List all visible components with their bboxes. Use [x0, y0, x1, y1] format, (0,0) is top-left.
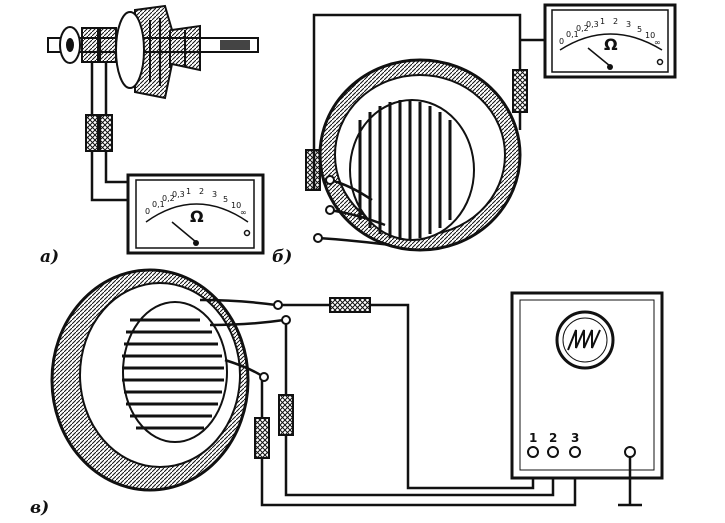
- slip-ring-2: [81, 27, 99, 63]
- scale-tick-label: 5: [223, 195, 228, 204]
- scale-tick-label: 1: [186, 187, 191, 196]
- lead-lug: [325, 205, 335, 215]
- scale-tick-label: 0,1: [152, 200, 165, 209]
- stator-c-bore: [122, 301, 228, 443]
- ohmmeter-b-scale: 0 0,1 0,2 0,3 1 2 3 5 10 ∞: [559, 17, 661, 47]
- wire-c3: [260, 458, 577, 507]
- panel-c-label: в): [30, 498, 49, 518]
- shaft-key: [220, 40, 250, 50]
- rotor: [47, 4, 259, 100]
- scale-tick-label: 0: [559, 37, 564, 46]
- ohmmeter-b: Ω 0 0,1 0,2 0,3 1 2 3 5 10 ∞: [543, 3, 677, 79]
- stator-b-windings: [358, 100, 452, 240]
- rotor-disc: [115, 11, 145, 89]
- ohmmeter-a-arc: [145, 203, 249, 223]
- probe-handle-1: [85, 114, 99, 152]
- stator-b: [318, 58, 522, 252]
- scale-tick-label: 0,3: [172, 190, 185, 199]
- scale-tick-label: ∞: [240, 208, 247, 217]
- terminal-ground: [624, 446, 636, 458]
- panel-b: Ω 0 0,1 0,2 0,3 1 2 3 5 10 ∞ б): [272, 3, 677, 267]
- ohmmeter-b-screw: [656, 58, 664, 66]
- pole-fingers: [149, 18, 186, 86]
- wire-c1: [370, 303, 535, 490]
- stator-c: [50, 268, 250, 492]
- oscilloscope-bezel: [519, 299, 655, 471]
- ohmmeter-b-unit: Ω: [604, 35, 618, 54]
- terminal-2-label: 2: [549, 431, 557, 445]
- oscilloscope: 1 2 3: [510, 291, 664, 480]
- probe-handle-c1: [329, 297, 371, 313]
- probe-handle-c3: [254, 417, 270, 459]
- scale-tick-label: ∞: [654, 38, 661, 47]
- lead-lug: [325, 175, 335, 185]
- scale-tick-label: 0,2: [162, 194, 175, 203]
- terminal-3: [569, 446, 581, 458]
- probe-handle-b1: [305, 149, 321, 191]
- lead-lug: [273, 300, 283, 310]
- stator-c-windings: [122, 318, 224, 430]
- oscilloscope-screen-inner: [562, 317, 608, 363]
- probe-lead-upper: [90, 62, 108, 115]
- terminal-3-label: 3: [571, 431, 579, 445]
- ohmmeter-b-face: [551, 9, 669, 73]
- scale-tick-label: 2: [199, 187, 204, 196]
- ohmmeter-a: Ω 0 0,1 0,2 0,3 1 2 3 5 10 ∞: [126, 173, 265, 255]
- ohmmeter-a-unit: Ω: [190, 207, 204, 226]
- panel-c: 1 2 3 в): [30, 268, 664, 518]
- lead-lug: [313, 233, 323, 243]
- scale-tick-label: 3: [212, 190, 217, 199]
- ohmmeter-a-needle: [171, 221, 197, 243]
- ohmmeter-a-scale: 0 0,1 0,2 0,3 1 2 3 5 10 ∞: [145, 187, 247, 217]
- scale-tick-label: 2: [613, 17, 618, 26]
- ohmmeter-b-pivot: [607, 64, 613, 70]
- scale-tick-label: 5: [637, 25, 642, 34]
- panel-a: Ω 0 0,1 0,2 0,3 1 2 3 5 10 ∞ а): [40, 4, 265, 267]
- ground-symbol: [618, 457, 642, 507]
- scale-tick-label: 0,2: [576, 24, 589, 33]
- ohmmeter-b-arc: [559, 33, 663, 51]
- slip-ring-3: [99, 27, 117, 63]
- ohmmeter-a-pivot: [193, 240, 199, 246]
- oscilloscope-trace: [567, 329, 601, 351]
- scale-tick-label: 10: [645, 31, 655, 40]
- scale-tick-label: 0,3: [586, 20, 599, 29]
- scale-tick-label: 3: [626, 20, 631, 29]
- panel-a-label: а): [40, 247, 59, 267]
- terminal-2: [547, 446, 559, 458]
- terminal-1: [527, 446, 539, 458]
- ohmmeter-b-needle: [587, 47, 611, 67]
- slip-ring-hub: [66, 38, 74, 52]
- terminal-1-label: 1: [529, 431, 537, 445]
- panel-b-label: б): [272, 247, 292, 267]
- probe-handle-2: [99, 114, 113, 152]
- scale-tick-label: 0: [145, 207, 150, 216]
- scale-tick-label: 10: [231, 201, 241, 210]
- probe-handle-c2: [278, 394, 294, 436]
- claw-pole: [134, 4, 201, 100]
- scale-tick-label: 1: [600, 17, 605, 26]
- ohmmeter-a-screw: [243, 229, 251, 237]
- scale-tick-label: 0,1: [566, 30, 579, 39]
- lead-lug: [281, 315, 291, 325]
- lead-lug: [259, 372, 269, 382]
- probe-handle-b2: [512, 69, 528, 113]
